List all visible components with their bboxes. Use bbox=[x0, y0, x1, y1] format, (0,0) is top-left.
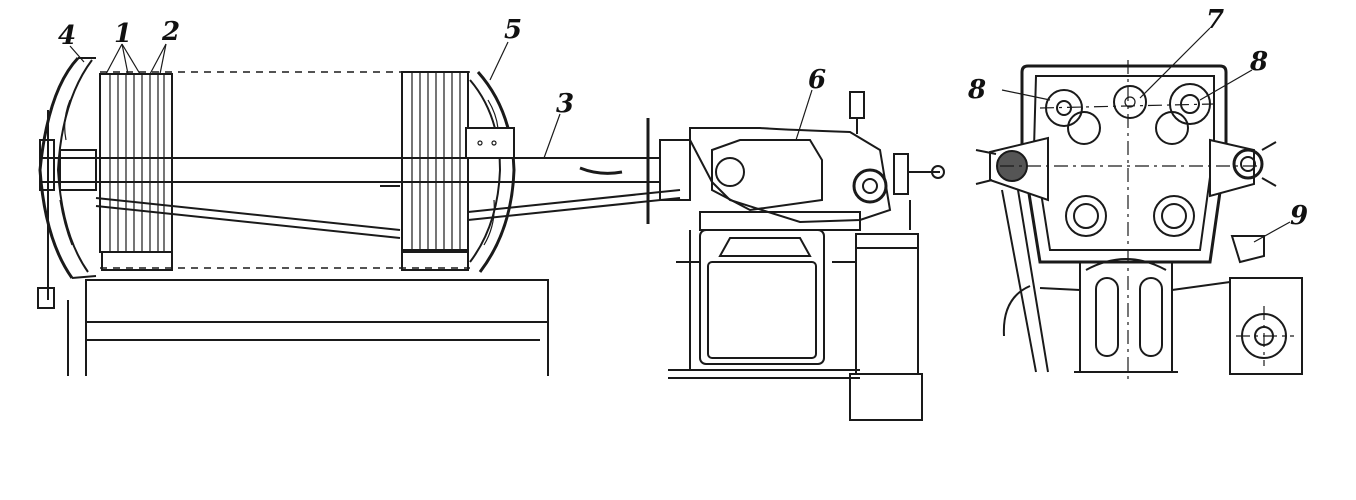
roll-bottom-left bbox=[1065, 195, 1107, 237]
left-hub bbox=[59, 149, 97, 191]
label-5: 5 bbox=[504, 15, 522, 45]
pedestal-slot-right bbox=[1139, 277, 1163, 357]
base-beam bbox=[85, 279, 549, 323]
left-leg bbox=[1001, 189, 1049, 373]
right-flange-inner bbox=[469, 79, 502, 263]
label-7: 7 bbox=[1206, 5, 1224, 35]
pedestal bbox=[1079, 262, 1173, 373]
right-band-pack bbox=[401, 71, 469, 271]
label-1: 1 bbox=[114, 19, 132, 49]
label-9: 9 bbox=[1290, 201, 1308, 231]
label-2: 2 bbox=[161, 17, 180, 47]
label-6: 6 bbox=[808, 65, 826, 95]
pedestal-slot-left bbox=[1095, 277, 1119, 357]
right-flange-outer bbox=[476, 71, 516, 273]
rod-left-lower bbox=[95, 197, 401, 231]
shaft-arrow bbox=[579, 166, 623, 175]
aux-motor bbox=[1229, 277, 1303, 375]
end-view bbox=[975, 60, 1303, 380]
gearbox-body bbox=[699, 229, 825, 365]
roll-top-center bbox=[1113, 85, 1147, 119]
label-3: 3 bbox=[556, 89, 574, 119]
drive-motor bbox=[855, 233, 919, 375]
drive-unit bbox=[646, 91, 945, 421]
drive-pulley bbox=[852, 168, 888, 204]
label-8-right: 8 bbox=[1249, 47, 1268, 77]
left-flange-inner bbox=[56, 59, 93, 273]
right-bracket bbox=[1209, 138, 1255, 198]
drive-housing bbox=[689, 127, 892, 224]
roll-bottom-right bbox=[1153, 195, 1195, 237]
left-band-pack bbox=[99, 73, 173, 271]
drum-assembly bbox=[37, 56, 681, 376]
right-hub-block bbox=[465, 127, 515, 159]
leader-lines bbox=[69, 27, 1291, 243]
label-4: 4 bbox=[58, 21, 76, 51]
right-bearing-hub bbox=[1232, 148, 1264, 180]
rod-right bbox=[467, 189, 681, 213]
label-8-left: 8 bbox=[967, 75, 986, 105]
motor-foot bbox=[849, 373, 923, 421]
end-view-housing bbox=[1020, 64, 1228, 264]
